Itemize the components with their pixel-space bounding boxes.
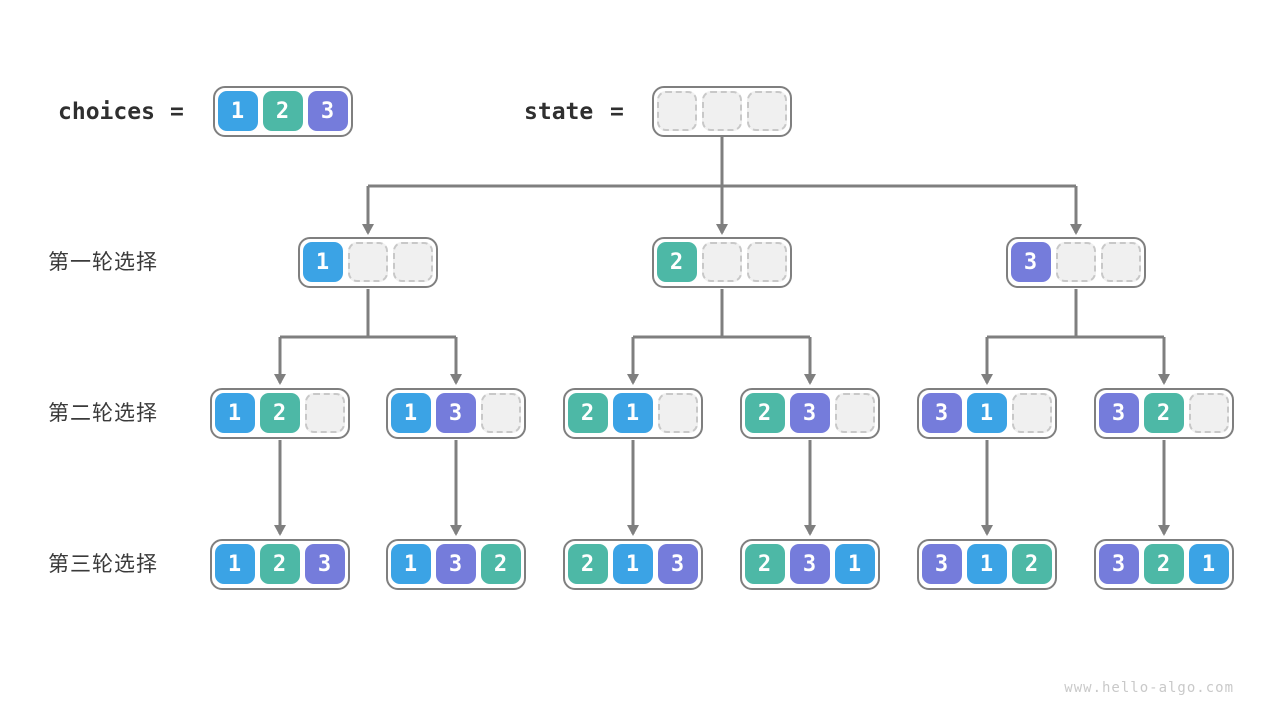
- value-cell: 1: [302, 242, 343, 282]
- value-cell: 3: [1098, 393, 1139, 433]
- empty-cell: [746, 242, 787, 282]
- empty-cell: [834, 393, 875, 433]
- value-cell: 1: [214, 544, 255, 584]
- value-cell: 2: [656, 242, 697, 282]
- empty-cell: [746, 91, 787, 131]
- value-cell: 1: [966, 544, 1007, 584]
- state-equals-sign: =: [610, 99, 624, 125]
- value-cell: 2: [567, 393, 608, 433]
- value-cell: 2: [259, 393, 300, 433]
- choices-equals-sign: =: [170, 99, 184, 125]
- empty-cell: [657, 393, 698, 433]
- value-cell: 2: [744, 393, 785, 433]
- empty-cell: [1011, 393, 1052, 433]
- value-cell: 1: [1188, 544, 1229, 584]
- value-cell: 1: [612, 544, 653, 584]
- state-array: [651, 86, 792, 137]
- state-node: 3: [1005, 237, 1146, 288]
- empty-cell: [656, 91, 697, 131]
- state-node: 1: [297, 237, 438, 288]
- choices-label: choices: [58, 99, 155, 125]
- empty-cell: [1055, 242, 1096, 282]
- round-1-label: 第一轮选择: [48, 251, 158, 274]
- value-cell: 1: [966, 393, 1007, 433]
- value-cell: 2: [480, 544, 521, 584]
- state-node: 2: [651, 237, 792, 288]
- value-cell: 3: [435, 393, 476, 433]
- empty-cell: [304, 393, 345, 433]
- value-cell: 1: [834, 544, 875, 584]
- round-2-label: 第二轮选择: [48, 402, 158, 425]
- value-cell: 3: [921, 393, 962, 433]
- value-cell: 1: [217, 91, 258, 131]
- value-cell: 3: [304, 544, 345, 584]
- value-cell: 2: [1143, 544, 1184, 584]
- value-cell: 3: [789, 393, 830, 433]
- empty-cell: [1188, 393, 1229, 433]
- value-cell: 2: [1011, 544, 1052, 584]
- value-cell: 1: [390, 393, 431, 433]
- value-cell: 3: [921, 544, 962, 584]
- empty-cell: [701, 242, 742, 282]
- value-cell: 3: [1098, 544, 1139, 584]
- empty-cell: [1100, 242, 1141, 282]
- value-cell: 1: [390, 544, 431, 584]
- empty-cell: [701, 91, 742, 131]
- value-cell: 1: [612, 393, 653, 433]
- value-cell: 2: [567, 544, 608, 584]
- value-cell: 3: [657, 544, 698, 584]
- watermark: www.hello-algo.com: [1064, 680, 1234, 696]
- value-cell: 2: [744, 544, 785, 584]
- state-label: state: [524, 99, 594, 125]
- round-3-label: 第三轮选择: [48, 553, 158, 576]
- value-cell: 3: [307, 91, 348, 131]
- value-cell: 3: [435, 544, 476, 584]
- empty-cell: [480, 393, 521, 433]
- empty-cell: [347, 242, 388, 282]
- value-cell: 1: [214, 393, 255, 433]
- value-cell: 3: [789, 544, 830, 584]
- value-cell: 2: [1143, 393, 1184, 433]
- value-cell: 2: [262, 91, 303, 131]
- empty-cell: [392, 242, 433, 282]
- value-cell: 2: [259, 544, 300, 584]
- value-cell: 3: [1010, 242, 1051, 282]
